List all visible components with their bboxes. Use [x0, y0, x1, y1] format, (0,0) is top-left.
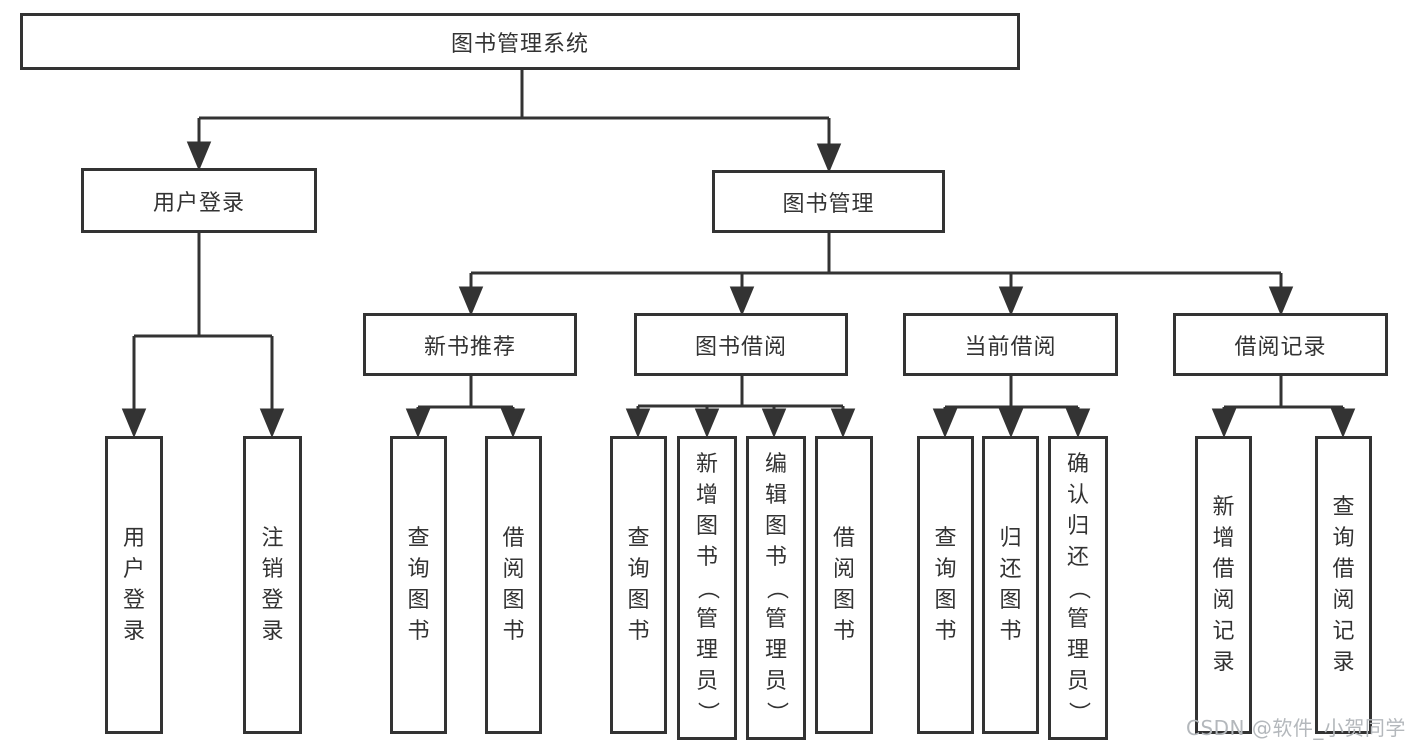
leaf-query-books-borrow-label: 查询图书 — [627, 526, 650, 644]
leaf-query-books-current: 查询图书 — [917, 436, 974, 734]
arrowhead — [1330, 408, 1356, 438]
arrowhead — [761, 408, 787, 438]
connector-book-borrow — [625, 376, 856, 438]
node-root: 图书管理系统 — [20, 13, 1020, 70]
leaf-query-borrow-record-label: 查询借阅记录 — [1332, 495, 1355, 675]
arrowhead — [625, 408, 651, 438]
node-user-login-label: 用户登录 — [152, 190, 245, 216]
arrowhead — [1211, 408, 1237, 438]
leaf-user-login: 用户登录 — [105, 436, 163, 734]
node-new-book-recommend-label: 新书推荐 — [423, 334, 516, 360]
leaf-query-books-recommend-label: 查询图书 — [407, 526, 430, 644]
node-borrow-records-label: 借阅记录 — [1234, 334, 1327, 360]
node-borrow-records: 借阅记录 — [1173, 313, 1388, 376]
leaf-confirm-return-admin-label: 确认归还（管理员） — [1065, 451, 1091, 724]
leaf-return-book-label: 归还图书 — [999, 526, 1022, 644]
node-root-label: 图书管理系统 — [450, 31, 589, 57]
arrowhead — [405, 408, 431, 438]
leaf-logout: 注销登录 — [243, 436, 302, 734]
leaf-add-borrow-record-label: 新增借阅记录 — [1212, 495, 1235, 675]
leaf-query-books-current-label: 查询图书 — [934, 526, 957, 644]
watermark: CSDN @软件_小贺同学 — [1186, 716, 1405, 740]
arrowhead — [729, 286, 755, 316]
connector-borrow-records — [1211, 376, 1356, 438]
connector-book-management — [458, 233, 1294, 316]
leaf-confirm-return-admin: 确认归还（管理员） — [1048, 436, 1108, 740]
node-book-borrow: 图书借阅 — [634, 313, 848, 376]
arrowhead — [998, 408, 1024, 438]
node-current-borrow: 当前借阅 — [903, 313, 1118, 376]
arrowhead — [1268, 286, 1294, 316]
leaf-add-borrow-record: 新增借阅记录 — [1195, 436, 1252, 734]
arrowhead — [932, 408, 958, 438]
leaf-return-book: 归还图书 — [982, 436, 1039, 734]
leaf-edit-book-admin-label: 编辑图书（管理员） — [763, 451, 789, 724]
leaf-add-book-admin: 新增图书（管理员） — [677, 436, 737, 740]
arrowhead — [500, 408, 526, 438]
arrowhead — [259, 408, 285, 438]
node-book-borrow-label: 图书借阅 — [694, 334, 787, 360]
leaf-query-books-recommend: 查询图书 — [390, 436, 447, 734]
leaf-borrow-books-recommend-label: 借阅图书 — [502, 526, 525, 644]
node-new-book-recommend: 新书推荐 — [363, 313, 577, 376]
connector-root — [186, 70, 842, 173]
connector-current-borrow — [932, 376, 1091, 438]
arrowhead — [186, 141, 212, 171]
node-book-management: 图书管理 — [712, 170, 945, 233]
arrowhead — [998, 286, 1024, 316]
arrowhead — [816, 143, 842, 173]
leaf-borrow-books-borrow: 借阅图书 — [815, 436, 873, 734]
leaf-query-books-borrow: 查询图书 — [610, 436, 667, 734]
leaf-query-borrow-record: 查询借阅记录 — [1315, 436, 1372, 734]
connector-new-book — [405, 376, 526, 438]
node-book-management-label: 图书管理 — [782, 191, 875, 217]
leaf-logout-label: 注销登录 — [261, 526, 284, 644]
leaf-edit-book-admin: 编辑图书（管理员） — [746, 436, 806, 740]
arrowhead — [1065, 408, 1091, 438]
arrowhead — [694, 408, 720, 438]
arrowhead — [830, 408, 856, 438]
node-user-login: 用户登录 — [81, 168, 317, 233]
leaf-borrow-books-recommend: 借阅图书 — [485, 436, 542, 734]
leaf-add-book-admin-label: 新增图书（管理员） — [694, 451, 720, 724]
leaf-borrow-books-borrow-label: 借阅图书 — [832, 526, 855, 644]
connector-user-login — [121, 233, 285, 438]
node-current-borrow-label: 当前借阅 — [964, 334, 1057, 360]
arrowhead — [458, 286, 484, 316]
arrowhead — [121, 408, 147, 438]
leaf-user-login-label: 用户登录 — [122, 526, 145, 644]
